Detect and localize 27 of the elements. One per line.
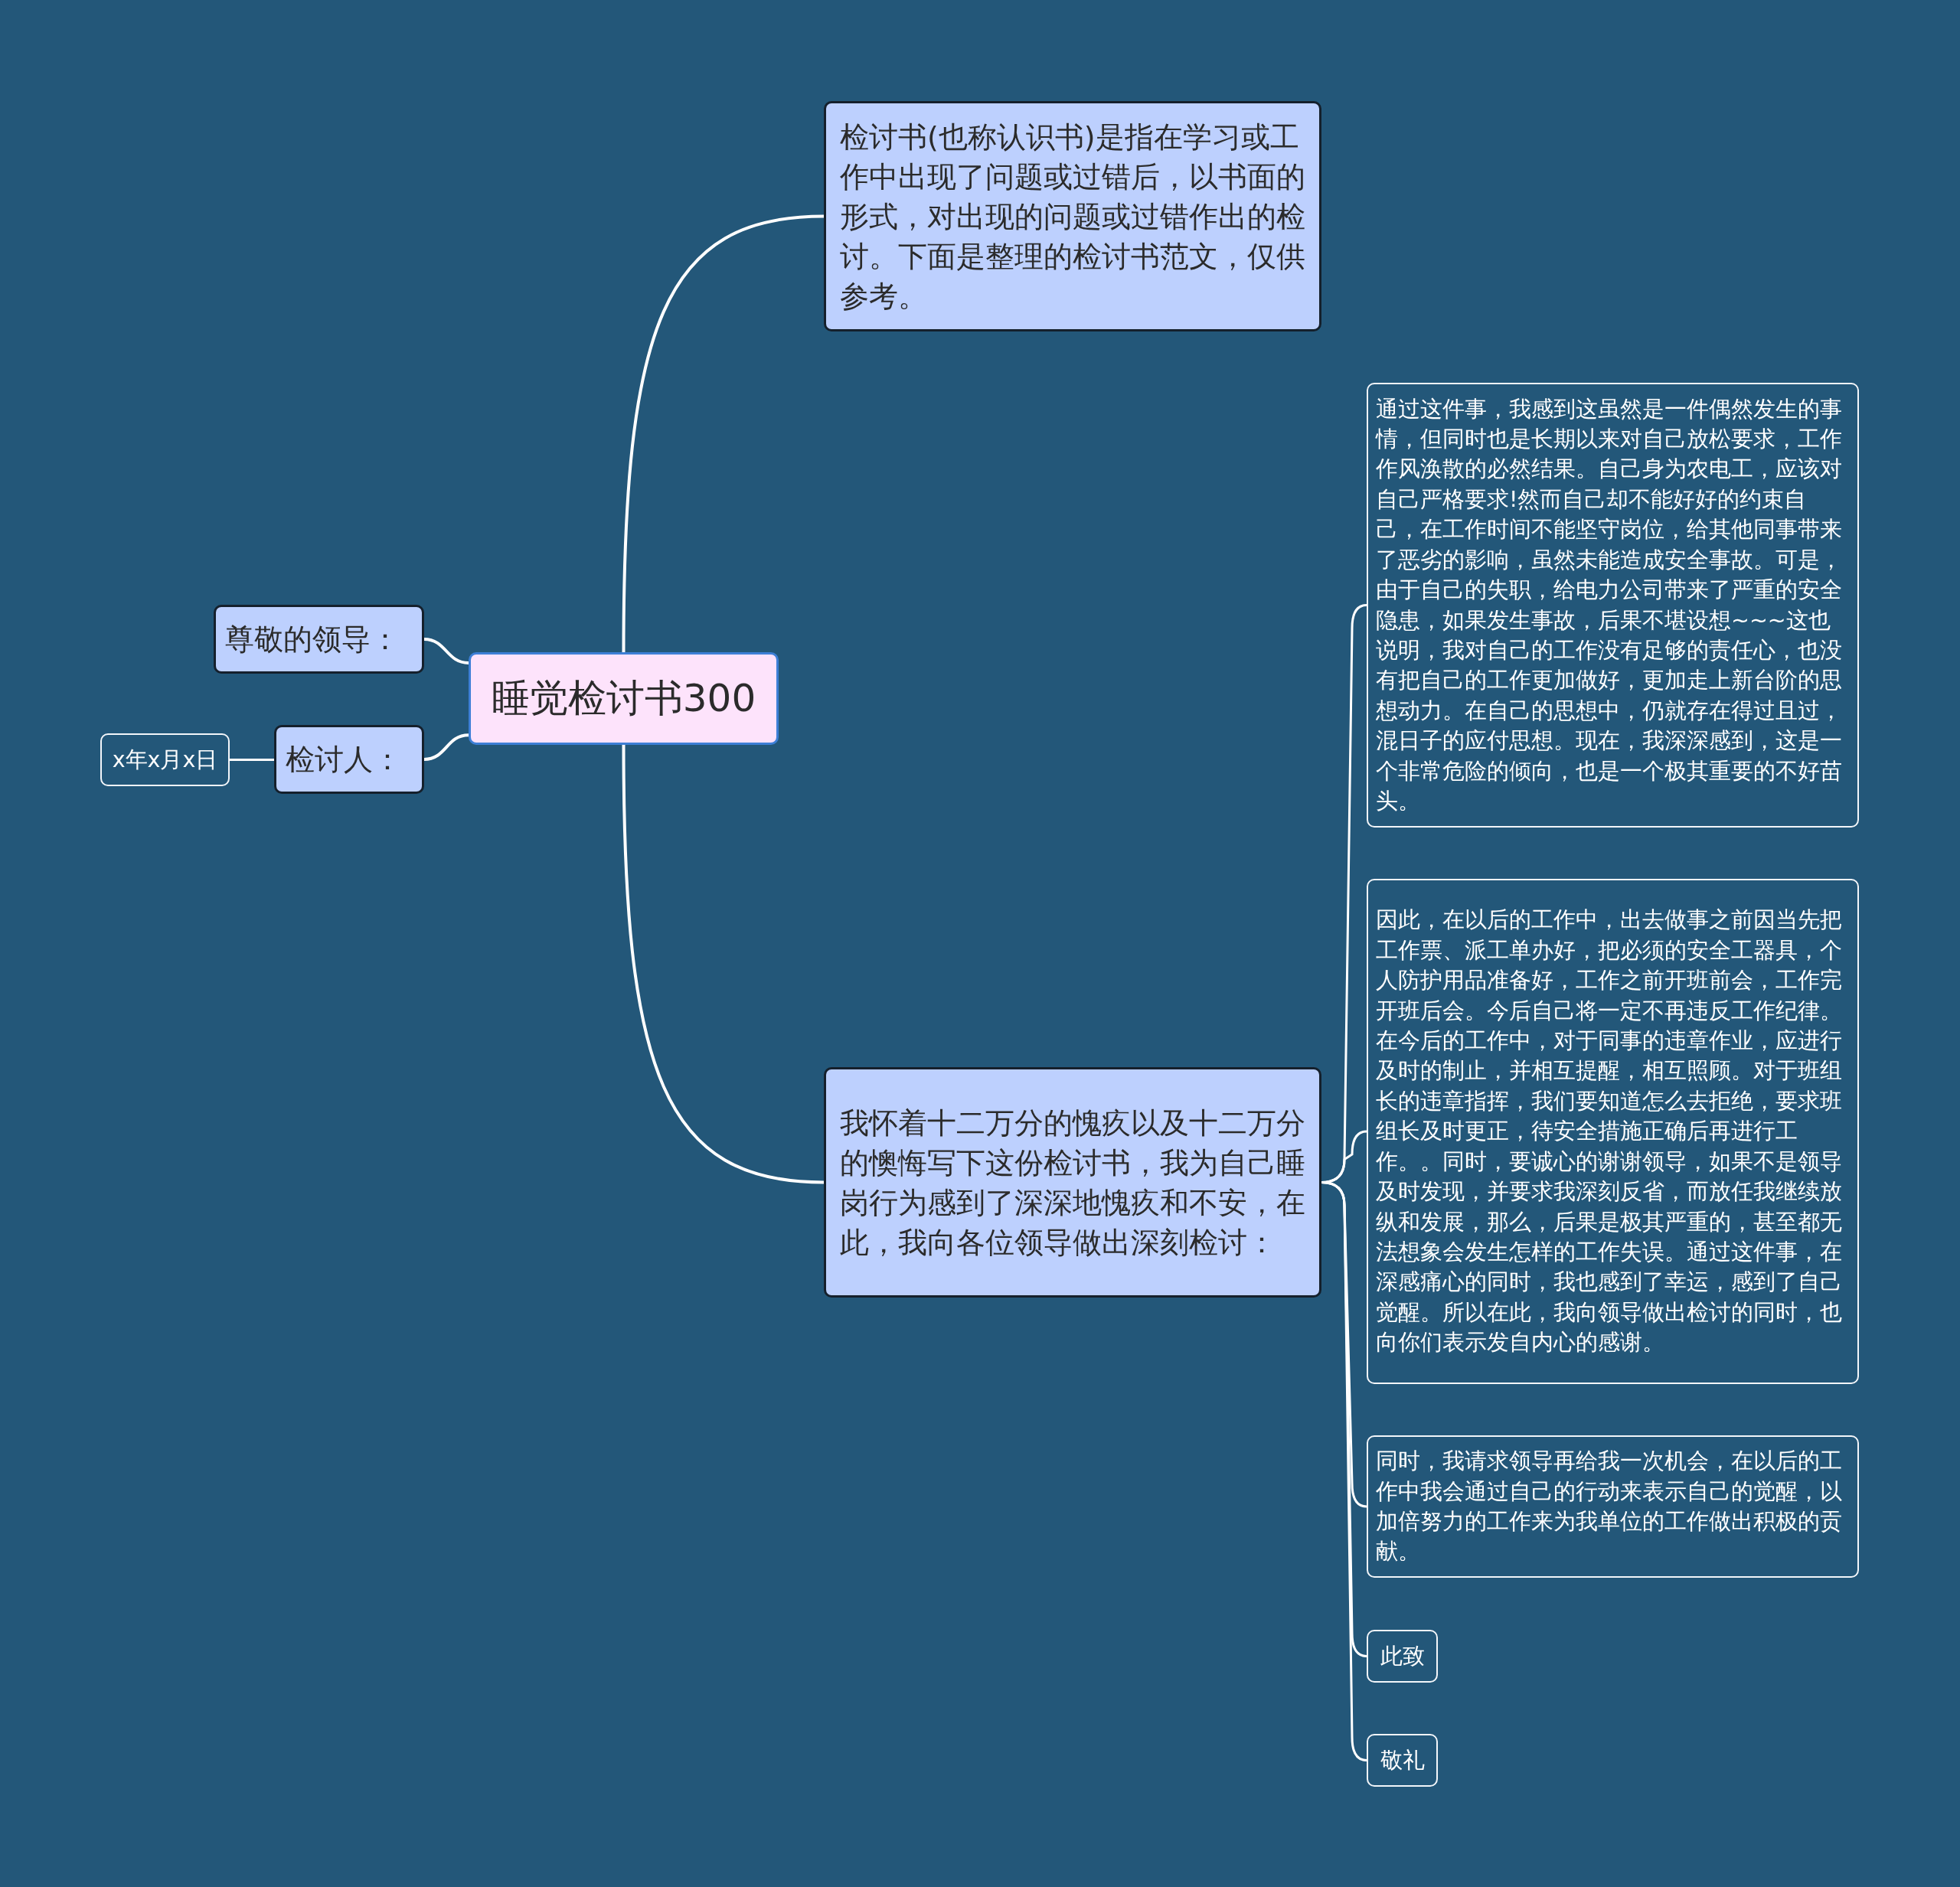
- central-topic-box: [469, 652, 779, 745]
- topic-box: [824, 101, 1321, 331]
- subtopic-box: [1367, 879, 1859, 1384]
- subtopic-box: [100, 733, 230, 786]
- topic-text: 睡觉检讨书300: [490, 675, 757, 722]
- topic-text: 通过这件事，我感到这虽然是一件偶然发生的事情，但同时也是长期以来对自己放松要求，工作作风涣散的必然结果。自己身为农电工，应该对自己严格要求!然而自己却不能好好的约束自己，在工作时间不能坚守岗位，给其他同事带来了恶劣的影响，虽然未能造成安全事故。可是，由于自己的失职，给电力公司带来了严重的安全隐患，如果发生事故，后果不堪设想~~~这也说明，我对自己的工作没有足够的责任心，也没有把自己的工作更加做好，更加走上新台阶的思想动力。在自己的思想中，仍就存在得过且过，混日子的应付思想。现在，我深深感到，这是一个非常危险的倾向，也是一个极其重要的不好苗头。: [1374, 395, 1843, 815]
- topic-text: 此致: [1379, 1642, 1426, 1670]
- subtopic-box: [1367, 1630, 1438, 1683]
- topic-box: [824, 1067, 1321, 1298]
- connector-line: [622, 744, 825, 1184]
- connector-line: [230, 759, 274, 761]
- topic-text: 检讨书(也称认识书)是指在学习或工作中出现了问题或过错后，以书面的形式，对出现的问题或过错作出的检讨。下面是整理的检讨书范文，仅供参考。: [839, 119, 1306, 315]
- topic-text: 因此，在以后的工作中，出去做事之前因当先把工作票、派工单办好，把必须的安全工器具，个人防护用品准备好，工作之前开班前会，工作完开班后会。今后自己将一定不再违反工作纪律。在今后的工作中，对于同事的违章作业，应进行及时的制止，并相互提醒，相互照顾。对于班组长的违章指挥，我们要知道怎么去拒绝，要求班组长及时更正，待安全措施正确后再进行工作。。同时，要诚心的谢谢领导，如果不是领导及时发现，并要求我深刻反省，而放任我继续放纵和发展，那么，后果是极其严重的，甚至都无法想象会发生怎样的工作失误。通过这件事，在深感痛心的同时，我也感到了幸运，感到了自己觉醒。所以在此，我向领导做出检讨的同时，也向你们表示发自内心的感谢。: [1375, 906, 1843, 1357]
- topic-text: 同时，我请求领导再给我一次机会，在以后的工作中我会通过自己的行动来表示自己的觉醒，以加倍努力的工作来为我单位的工作做出积极的贡献。: [1375, 1448, 1843, 1566]
- subtopic-box: [1367, 1435, 1859, 1578]
- topic-text: x年x月x日: [111, 746, 219, 774]
- topic-text: 我怀着十二万分的愧疚以及十二万分的懊悔写下这份检讨书，我为自己睡岗行为感到了深深地愧疚和不安，在此，我向各位领导做出深刻检讨：: [839, 1105, 1306, 1261]
- subtopic-box: [1367, 1734, 1438, 1787]
- topic-text: 检讨人：: [285, 742, 403, 778]
- topic-text: 敬礼: [1379, 1746, 1426, 1774]
- connector-line: [1321, 1181, 1367, 1761]
- connector-line: [622, 214, 825, 653]
- topic-box: [274, 725, 424, 794]
- connector-line: [423, 638, 469, 664]
- topic-text: 尊敬的领导：: [224, 622, 400, 658]
- topic-box: [214, 605, 424, 674]
- connector-line: [423, 733, 469, 761]
